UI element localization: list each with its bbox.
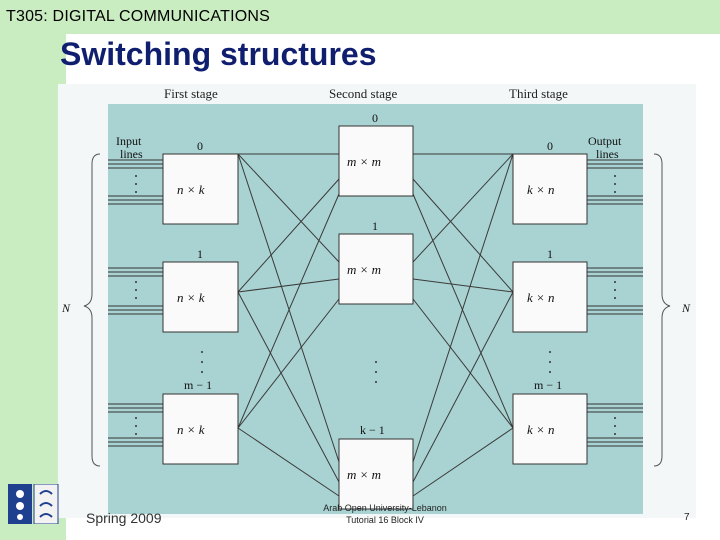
switching-diagram: First stage Second stage Third stage Inp… xyxy=(58,84,696,518)
right-brace xyxy=(653,153,671,467)
logo-mark xyxy=(39,513,53,518)
second-stage-index: k − 1 xyxy=(360,423,385,437)
second-stage-box xyxy=(338,438,414,510)
aou-logo xyxy=(8,484,59,524)
logo-mark xyxy=(16,490,24,498)
footer-university: Arab Open University-Lebanon xyxy=(323,503,447,513)
input-label-2: lines xyxy=(120,147,143,161)
third-stage-box xyxy=(512,153,588,225)
third-stage-box-label: k × n xyxy=(527,422,555,437)
n-label-right: N xyxy=(681,301,691,315)
first-stage-index: m − 1 xyxy=(184,378,212,392)
second-stage-label: Second stage xyxy=(329,86,397,101)
footer-tutorial: Tutorial 16 Block IV xyxy=(346,515,424,525)
first-stage-index: 0 xyxy=(197,139,203,153)
second-stage-index: 0 xyxy=(372,111,378,125)
third-stage-box xyxy=(512,261,588,333)
third-stage-index: m − 1 xyxy=(534,378,562,392)
logo-mark xyxy=(39,502,53,507)
input-label-1: Input xyxy=(116,134,142,148)
ellipsis-dots xyxy=(135,175,616,435)
first-stage-box xyxy=(162,261,239,333)
second-stage-box xyxy=(338,233,414,305)
second-stage-box xyxy=(338,125,414,197)
third-stage-box xyxy=(512,393,588,465)
footer-center: Arab Open University-Lebanon Tutorial 16… xyxy=(300,502,470,526)
diagram-svg: First stage Second stage Third stage Inp… xyxy=(61,86,691,514)
second-stage-index: 1 xyxy=(372,219,378,233)
first-stage-box-label: n × k xyxy=(177,182,205,197)
third-stage-box-label: k × n xyxy=(527,290,555,305)
first-stage-box xyxy=(162,153,239,225)
course-header: T305: DIGITAL COMMUNICATIONS xyxy=(6,8,270,25)
logo-mark xyxy=(16,502,24,510)
first-stage-label: First stage xyxy=(164,86,218,101)
footer-date: Spring 2009 xyxy=(86,510,162,526)
output-label-2: lines xyxy=(596,147,619,161)
slide-title: Switching structures xyxy=(60,36,377,72)
logo-mark xyxy=(17,514,23,520)
line-bundles xyxy=(108,159,643,447)
first-stage: n × k n × k n × k 0 1 m − 1 xyxy=(162,139,239,465)
n-label-left: N xyxy=(61,301,71,315)
second-stage-box-label: m × m xyxy=(347,262,381,277)
first-stage-index: 1 xyxy=(197,247,203,261)
second-stage-box-label: m × m xyxy=(347,154,381,169)
output-label-1: Output xyxy=(588,134,622,148)
first-stage-box xyxy=(162,393,239,465)
third-stage-index: 1 xyxy=(547,247,553,261)
left-accent-bar xyxy=(0,34,66,540)
logo-mark xyxy=(39,490,53,495)
second-stage-box-label: m × m xyxy=(347,467,381,482)
left-brace xyxy=(83,153,101,467)
third-stage-index: 0 xyxy=(547,139,553,153)
header-band xyxy=(0,0,720,34)
first-stage-box-label: n × k xyxy=(177,290,205,305)
third-stage-box-label: k × n xyxy=(527,182,555,197)
page-number: 7 xyxy=(684,512,690,523)
third-stage-label: Third stage xyxy=(509,86,568,101)
interconnect-lines xyxy=(237,153,514,497)
third-stage: k × n k × n k × n 0 1 m − 1 xyxy=(512,139,588,465)
first-stage-box-label: n × k xyxy=(177,422,205,437)
second-stage: m × m m × m m × m 0 1 k − 1 xyxy=(338,111,414,510)
